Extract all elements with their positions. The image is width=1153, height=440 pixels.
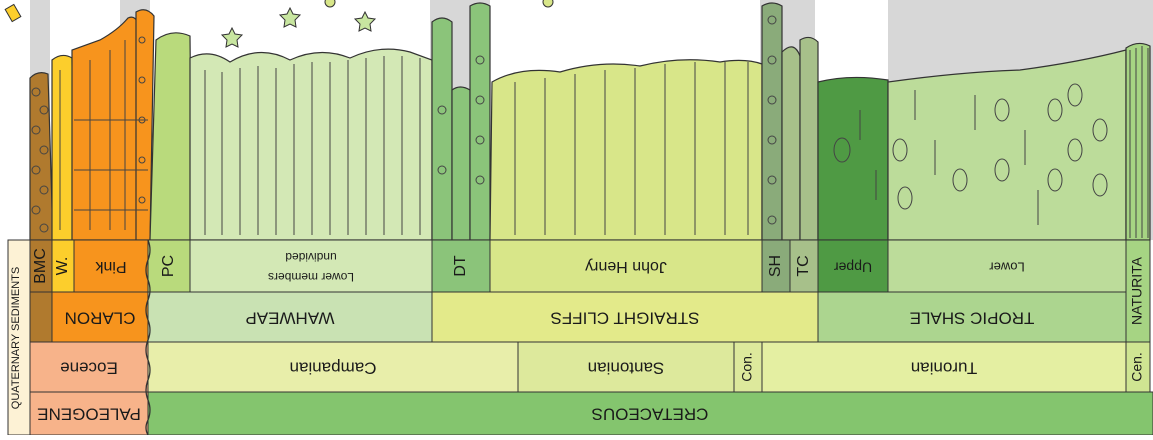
lower-members-label: Lower members [268, 270, 354, 284]
wahweap-column [190, 49, 432, 240]
wahweap-label: WAHWEAP [245, 309, 334, 328]
bmc-formation-cell [30, 292, 52, 342]
campanian-label: Campanian [290, 359, 377, 378]
pen-icon [5, 4, 21, 21]
sh-column [762, 3, 782, 240]
tc-column-b [800, 37, 818, 240]
star-icon [355, 12, 375, 31]
sh-label: SH [767, 255, 784, 277]
logo-mark [543, 0, 553, 7]
decorative-marks [222, 0, 553, 47]
w-column [52, 55, 74, 240]
paleogene-label: PALEOGENE [37, 405, 141, 424]
tropic-shale-label: TROPIC SHALE [910, 309, 1035, 328]
upper-label: Upper [834, 259, 872, 275]
turonian-label: Turonian [911, 359, 977, 378]
lower-tropic-column [888, 50, 1126, 240]
bmc-label: BMC [32, 248, 49, 284]
upper-tropic-column [818, 77, 888, 240]
dt-column-b [452, 87, 470, 240]
dt-column-c [470, 3, 490, 240]
john-henry-label: John Henry [585, 258, 667, 275]
w-label: W. [54, 257, 71, 276]
logo-mark [325, 0, 335, 7]
pc-column [150, 33, 192, 240]
star-icon [280, 8, 300, 27]
dt-label: DT [452, 255, 469, 277]
pc-label: PC [160, 255, 177, 277]
quaternary-label: QUATERNARY SEDIMENTS [10, 267, 22, 409]
claron-label: CLARON [65, 309, 136, 328]
star-icon [222, 28, 242, 47]
tc-label: TC [795, 255, 812, 276]
cretaceous-label: CRETACEOUS [592, 405, 709, 424]
santonian-label: Santonian [588, 359, 665, 378]
member-row [30, 240, 1126, 292]
coniacian-label: Con. [739, 352, 755, 382]
cenomanian-label: Cen. [1129, 352, 1145, 382]
straight-cliffs-label: STRAIGHT CLIFFS [551, 309, 700, 328]
tc-column-a [782, 47, 800, 240]
naturita-label: NATURITA [1129, 256, 1145, 325]
dt-column [432, 18, 452, 240]
pink-label: Pink [94, 258, 126, 275]
eocene-label: Eocene [60, 359, 118, 378]
undivided-label: undivided [285, 250, 336, 264]
john-henry-column [490, 60, 762, 240]
era-row [30, 392, 1153, 435]
lower-label: Lower [989, 260, 1025, 275]
